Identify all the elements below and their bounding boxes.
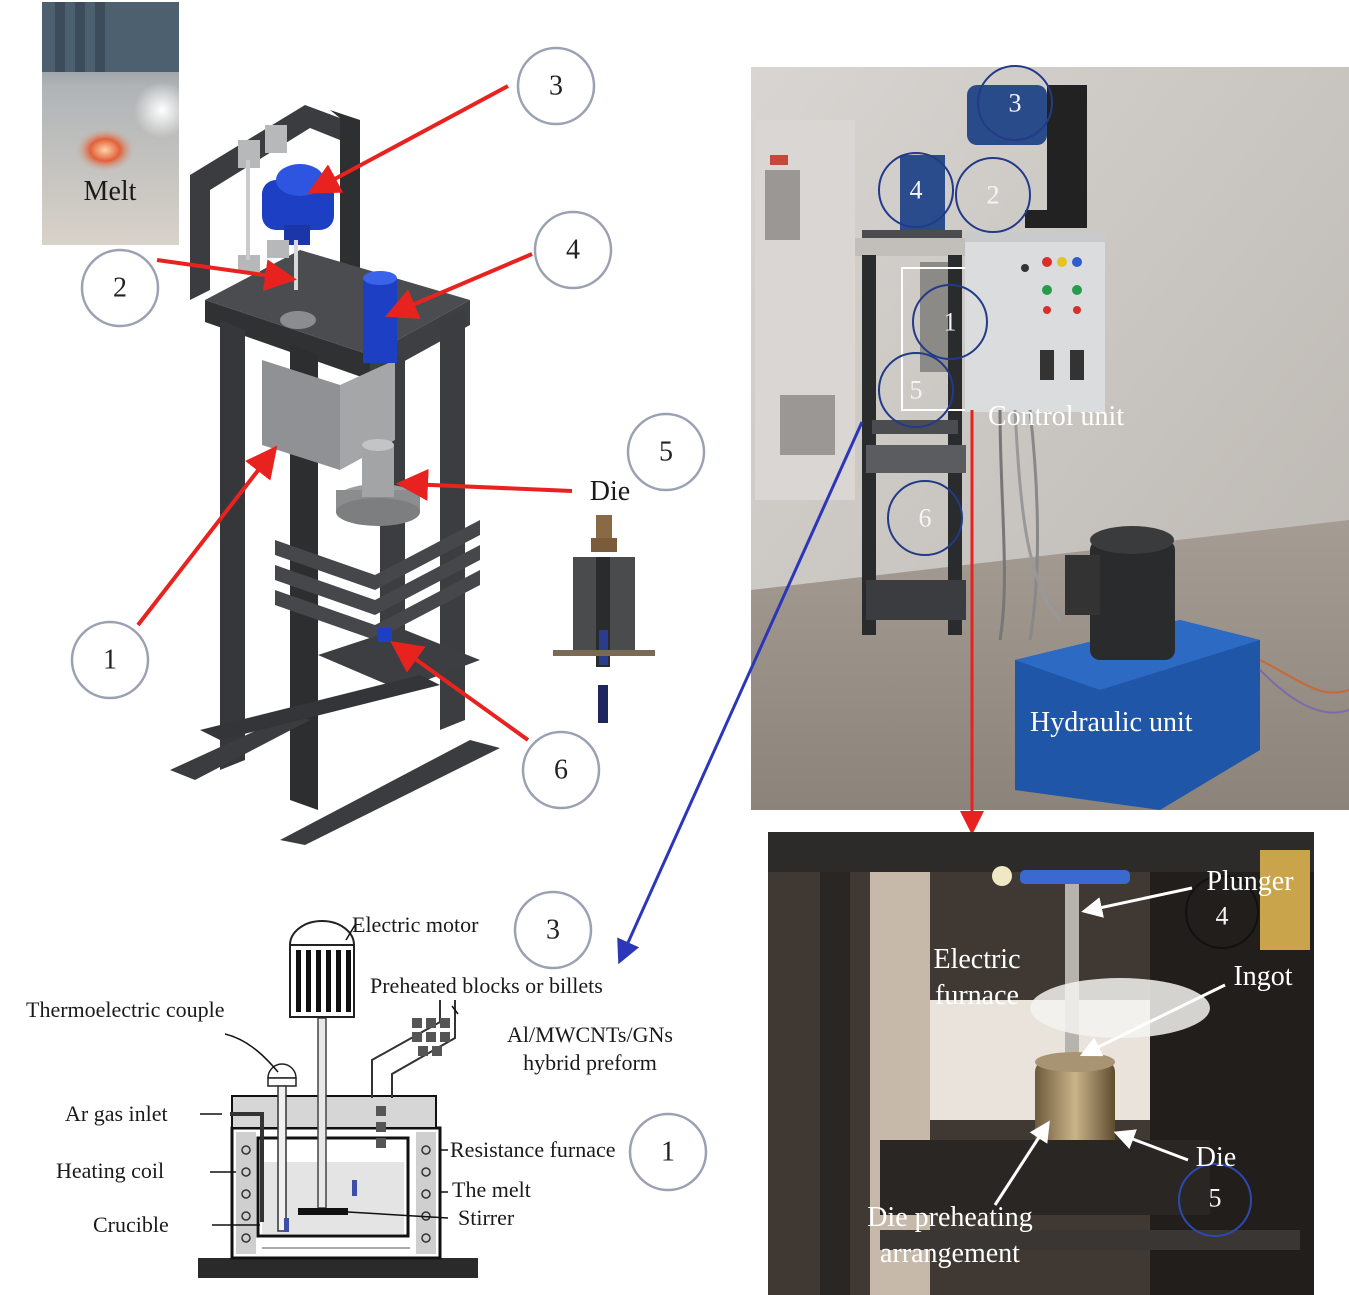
circle-4-model: 4 <box>533 210 613 290</box>
photo-number-circles: 3 4 2 1 5 6 <box>878 65 1053 556</box>
ingot-label: Ingot <box>1233 961 1292 992</box>
die-sketch <box>553 515 655 723</box>
closeup-circle-5: 5 <box>1209 1184 1222 1213</box>
melt-photo: Melt <box>42 2 190 245</box>
circle-1-model: 1 <box>70 620 150 700</box>
electric-motor-label: Electric motor <box>352 912 479 937</box>
closeup-photo: 4 5 Plunger Electric furnace Ingot Die D… <box>768 832 1314 1295</box>
crucible-label: Crucible <box>93 1212 169 1237</box>
heating-coil-label: Heating coil <box>56 1158 164 1183</box>
die-preheating-label-line2: arrangement <box>880 1238 1020 1269</box>
preform-label-line1: Al/MWCNTs/GNs <box>507 1022 673 1047</box>
svg-text:4: 4 <box>566 235 580 266</box>
die-photo-label: Die <box>1196 1142 1236 1173</box>
electric-furnace-label-line2: furnace <box>935 980 1019 1011</box>
preheated-blocks-label: Preheated blocks or billets <box>370 973 603 998</box>
the-melt-label: The melt <box>452 1177 531 1202</box>
ar-gas-inlet-label: Ar gas inlet <box>65 1101 168 1126</box>
die-model-label: Die <box>590 476 630 507</box>
thermoelectric-couple-label: Thermoelectric couple <box>26 997 225 1022</box>
photo-circle-5: 5 <box>910 376 923 405</box>
resistance-furnace-label: Resistance furnace <box>450 1137 616 1162</box>
electric-furnace-label-line1: Electric <box>933 944 1020 975</box>
preform-label-line2: hybrid preform <box>523 1050 657 1075</box>
furnace-schematic: Electric motor Preheated blocks or bille… <box>26 890 708 1278</box>
hydraulic-unit-label: Hydraulic unit <box>1030 707 1193 738</box>
schematic-circle-1: 1 <box>661 1137 675 1168</box>
die-preheating-label-line1: Die preheating <box>867 1202 1033 1233</box>
machine-photo: 3 4 2 1 5 6 Control unit Hydraulic unit <box>751 65 1349 810</box>
photo-circle-1: 1 <box>944 308 957 337</box>
model-number-circles: 3 2 4 5 1 6 Die <box>70 46 706 810</box>
photo-circle-3: 3 <box>1009 89 1022 118</box>
stirrer-label: Stirrer <box>458 1205 515 1230</box>
svg-text:2: 2 <box>113 273 127 304</box>
circle-5-model: 5 <box>626 412 706 492</box>
schematic-circle-3: 3 <box>546 915 560 946</box>
circle-3-model: 3 <box>516 46 596 126</box>
plunger-label: Plunger <box>1206 866 1294 897</box>
melt-label: Melt <box>84 176 137 207</box>
svg-text:1: 1 <box>103 645 117 676</box>
machine-3d-model <box>170 105 500 845</box>
closeup-circle-4: 4 <box>1216 902 1229 931</box>
blue-connector-arrow <box>617 421 864 965</box>
photo-circle-6: 6 <box>919 504 932 533</box>
circle-2-model: 2 <box>80 248 160 328</box>
circle-6-model: 6 <box>521 730 601 810</box>
photo-circle-2: 2 <box>987 181 1000 210</box>
photo-circle-4: 4 <box>910 176 923 205</box>
model-arrows <box>136 84 573 742</box>
svg-text:3: 3 <box>549 71 563 102</box>
control-unit-label: Control unit <box>988 401 1124 432</box>
svg-text:5: 5 <box>659 437 673 468</box>
svg-text:6: 6 <box>554 755 568 786</box>
